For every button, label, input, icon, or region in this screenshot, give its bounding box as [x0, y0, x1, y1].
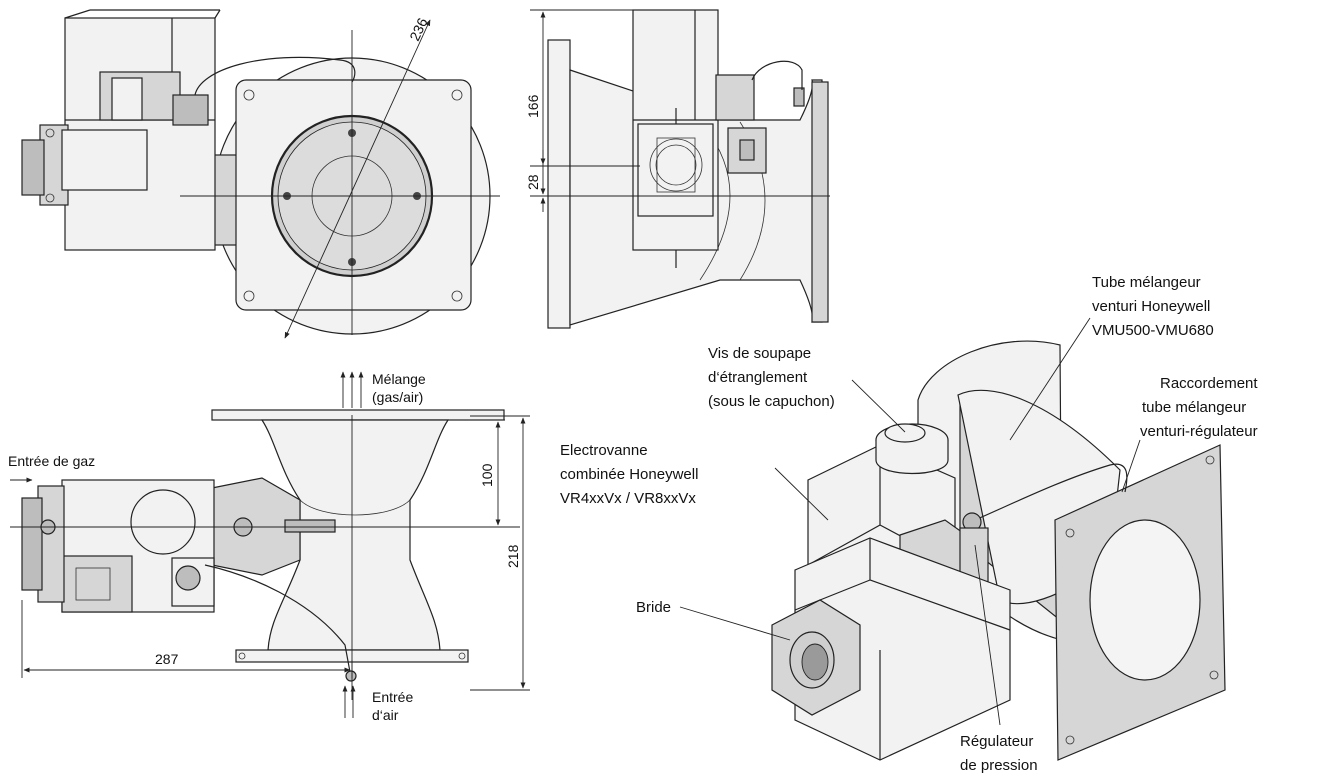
- mixture-label-line1: Mélange: [372, 371, 426, 387]
- air-inlet-label-line1: Entrée: [372, 689, 413, 705]
- callout-gas-valve: Electrovanne combinée Honeywell VR4xxVx …: [560, 442, 829, 521]
- callout-throttle-screw: Vis de soupape d‘étranglement (sous le c…: [708, 345, 906, 433]
- callout-venturi-line3: VMU500-VMU680: [1092, 322, 1214, 339]
- isometric-view: [771, 340, 1226, 761]
- top-view: Mélange (gas/air) Entrée de gaz: [8, 371, 530, 723]
- dimension-236: 236: [406, 15, 430, 43]
- callout-connection-line1: Raccordement: [1160, 375, 1258, 392]
- callout-venturi-line2: venturi Honeywell: [1092, 298, 1210, 315]
- callout-regulator-line2: de pression: [960, 757, 1038, 774]
- callout-flange-line1: Bride: [636, 599, 671, 616]
- front-view: 236: [21, 9, 500, 339]
- gas-inlet-label: Entrée de gaz: [8, 453, 95, 469]
- callout-gas-valve-line2: combinée Honeywell: [560, 466, 698, 483]
- mixture-label-line2: (gas/air): [372, 389, 423, 405]
- callout-pressure-regulator: Régulateur de pression: [960, 544, 1038, 774]
- dimension-28: 28: [525, 174, 541, 190]
- callout-gas-valve-line1: Electrovanne: [560, 442, 648, 459]
- callout-gas-valve-line3: VR4xxVx / VR8xxVx: [560, 490, 696, 507]
- callout-venturi-line1: Tube mélangeur: [1092, 274, 1201, 291]
- callout-connection-line3: venturi-régulateur: [1140, 423, 1258, 440]
- callout-venturi-tube: Tube mélangeur venturi Honeywell VMU500-…: [1009, 274, 1214, 441]
- callout-throttle-line2: d‘étranglement: [708, 369, 808, 386]
- dimension-166: 166: [525, 94, 541, 118]
- callout-connection-tube: Raccordement tube mélangeur venturi-régu…: [1121, 375, 1258, 493]
- air-inlet-label-line2: d‘air: [372, 707, 399, 723]
- callout-connection-line2: tube mélangeur: [1142, 399, 1246, 416]
- callout-throttle-line1: Vis de soupape: [708, 345, 811, 362]
- callout-regulator-line1: Régulateur: [960, 733, 1033, 750]
- dimension-218: 218: [505, 544, 521, 568]
- callout-throttle-line3: (sous le capuchon): [708, 393, 835, 410]
- dimension-287: 287: [155, 651, 179, 667]
- callout-flange: Bride: [636, 599, 791, 641]
- side-view: 166 28: [525, 9, 830, 329]
- dimension-100: 100: [479, 463, 495, 487]
